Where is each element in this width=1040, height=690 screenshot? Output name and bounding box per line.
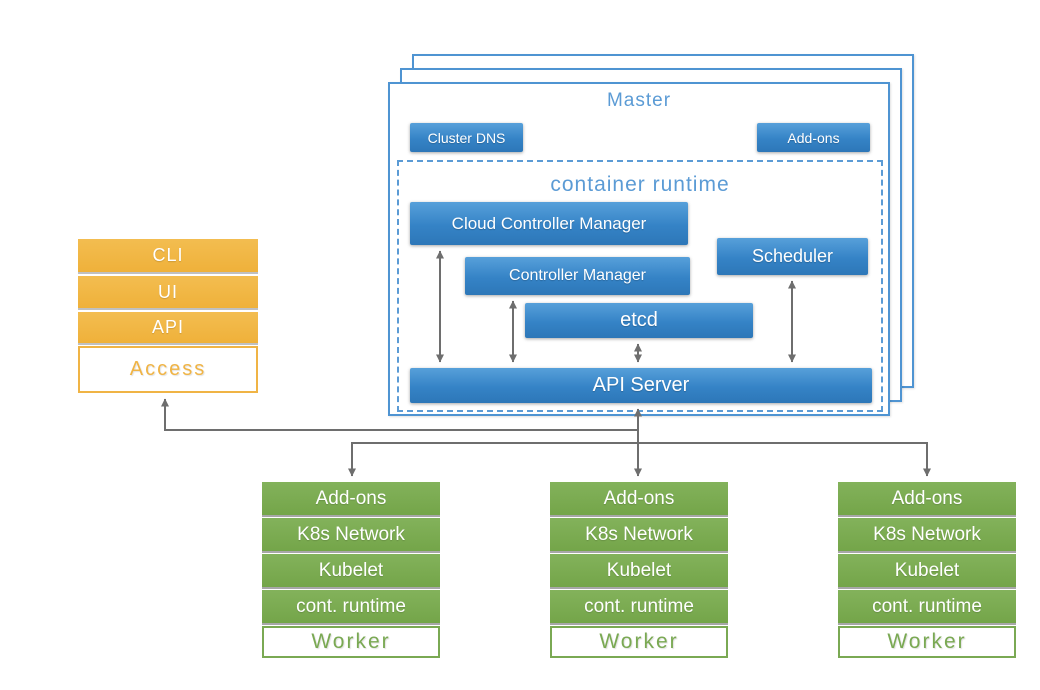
worker3-cont-runtime-row: cont. runtime xyxy=(838,590,1016,623)
worker2-base-box: Worker xyxy=(550,626,728,658)
access-ui-box: UI xyxy=(78,276,258,308)
arrow-api-server-worker1 xyxy=(348,442,638,477)
controller-manager-box: Controller Manager xyxy=(465,257,690,295)
worker1-cont-runtime-row: cont. runtime xyxy=(262,590,440,623)
master-addons-box: Add-ons xyxy=(757,123,870,152)
worker3-k8s-network-row: K8s Network xyxy=(838,518,1016,551)
worker1-addons-row: Add-ons xyxy=(262,482,440,515)
access-base-box: Access xyxy=(78,346,258,393)
worker2-addons-row: Add-ons xyxy=(550,482,728,515)
worker3-kubelet-row: Kubelet xyxy=(838,554,1016,587)
worker2-cont-runtime-row: cont. runtime xyxy=(550,590,728,623)
container-runtime-title: container runtime xyxy=(550,173,730,196)
access-cli-box: CLI xyxy=(78,239,258,272)
cloud-controller-manager-box: Cloud Controller Manager xyxy=(410,202,688,245)
worker2-kubelet-row: Kubelet xyxy=(550,554,728,587)
master-title: Master xyxy=(606,90,672,111)
worker1-kubelet-row: Kubelet xyxy=(262,554,440,587)
worker1-k8s-network-row: K8s Network xyxy=(262,518,440,551)
worker2-k8s-network-row: K8s Network xyxy=(550,518,728,551)
api-server-box: API Server xyxy=(410,368,872,403)
worker1-base-box: Worker xyxy=(262,626,440,658)
worker3-base-box: Worker xyxy=(838,626,1016,658)
access-api-box: API xyxy=(78,312,258,343)
scheduler-box: Scheduler xyxy=(717,238,868,275)
arrow-api-server-worker3 xyxy=(638,442,931,477)
cluster-dns-box: Cluster DNS xyxy=(410,123,523,152)
worker3-addons-row: Add-ons xyxy=(838,482,1016,515)
etcd-box: etcd xyxy=(525,303,753,338)
